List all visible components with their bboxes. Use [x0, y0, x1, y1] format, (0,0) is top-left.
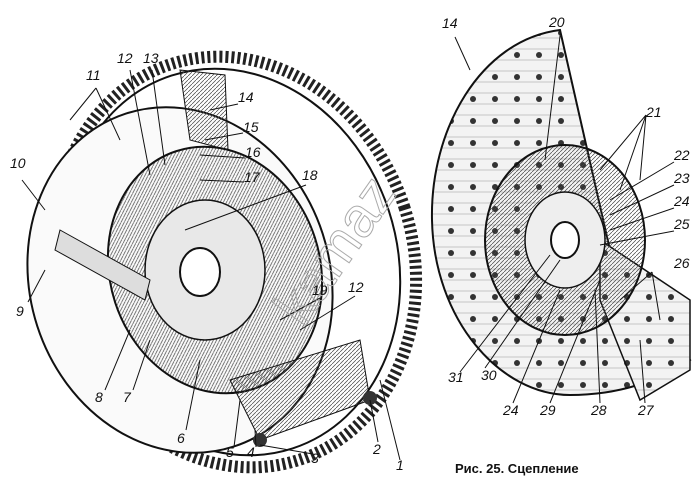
leader-lines	[21, 35, 675, 461]
label-30: 30	[481, 367, 497, 383]
label-12: 12	[117, 50, 133, 66]
label-18: 18	[302, 167, 318, 183]
label-2: 2	[373, 441, 381, 457]
label-24-lower: 24	[503, 402, 519, 418]
label-31: 31	[448, 369, 464, 385]
label-21: 21	[646, 104, 662, 120]
label-26: 26	[674, 255, 690, 271]
label-16: 16	[245, 144, 261, 160]
label-disc-14: 14	[442, 15, 458, 31]
pressure-plate	[54, 69, 377, 447]
label-9: 9	[16, 303, 24, 319]
label-17: 17	[244, 169, 260, 185]
label-28: 28	[591, 402, 607, 418]
label-12-lower: 12	[348, 279, 364, 295]
label-22: 22	[674, 147, 690, 163]
label-3: 3	[311, 450, 319, 466]
label-1: 1	[396, 457, 404, 473]
label-7: 7	[123, 389, 131, 405]
label-5: 5	[226, 444, 234, 460]
label-11: 11	[86, 67, 101, 83]
label-25: 25	[674, 216, 690, 232]
driven-disc	[430, 28, 692, 402]
label-10: 10	[10, 155, 26, 171]
label-20: 20	[549, 14, 565, 30]
label-13: 13	[143, 50, 159, 66]
label-8: 8	[95, 389, 103, 405]
label-4: 4	[247, 444, 255, 460]
label-23: 23	[674, 170, 690, 186]
label-24: 24	[674, 193, 690, 209]
label-29: 29	[540, 402, 556, 418]
label-6: 6	[177, 430, 185, 446]
label-15: 15	[243, 119, 259, 135]
figure-caption: Рис. 25. Сцепление	[455, 461, 579, 476]
label-14: 14	[238, 89, 254, 105]
label-19: 19	[312, 282, 328, 298]
label-27: 27	[638, 402, 654, 418]
